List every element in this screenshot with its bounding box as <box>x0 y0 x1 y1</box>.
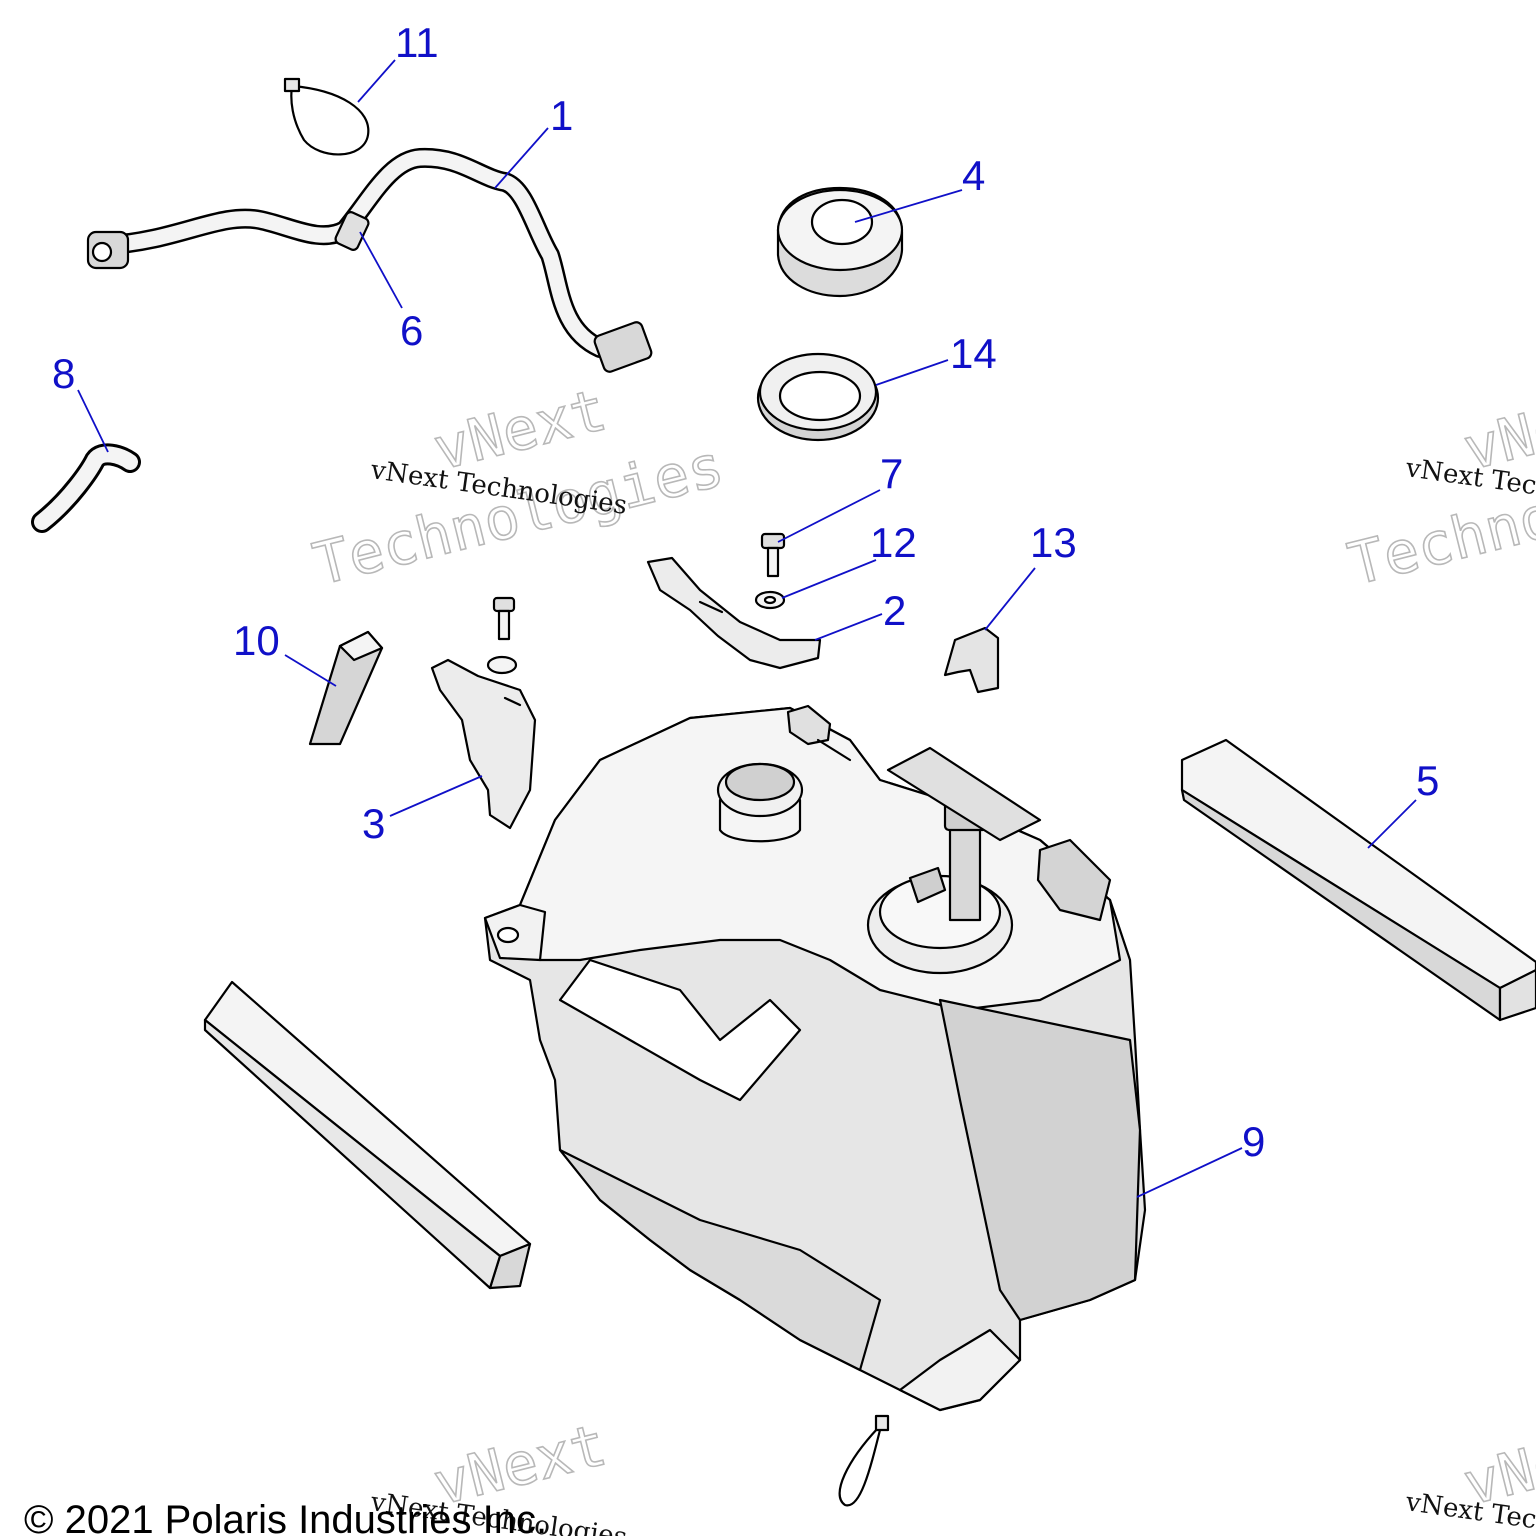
part-12-washer <box>754 590 786 610</box>
copyright-notice: © 2021 Polaris Industries Inc. <box>24 1498 547 1536</box>
watermark-right: vNext Technologies vNext Technologies <box>1341 375 1536 600</box>
part-10-pad <box>308 630 384 746</box>
part-2-bracket <box>646 556 822 670</box>
callout-labels: 11 1 6 4 14 8 7 12 2 13 10 3 5 9 <box>52 19 1439 1165</box>
callout-2: 2 <box>883 587 906 634</box>
strap-bottom <box>838 1414 890 1507</box>
callout-10: 10 <box>233 617 280 664</box>
part-1-vent-hose <box>86 147 653 373</box>
callout-4: 4 <box>962 152 985 199</box>
callout-12: 12 <box>870 519 917 566</box>
callout-1: 1 <box>550 92 573 139</box>
part-8-hose-elbow <box>31 443 141 533</box>
callout-5: 5 <box>1416 757 1439 804</box>
part-13-clip <box>943 626 1000 694</box>
part-11-strap-clamp <box>283 77 370 156</box>
part-7-bolt <box>760 532 786 578</box>
callout-14: 14 <box>950 330 997 377</box>
part-3-bracket <box>430 596 537 830</box>
callout-11: 11 <box>395 19 439 66</box>
callout-6: 6 <box>400 307 423 354</box>
part-5-foam-strip <box>1180 738 1536 1022</box>
part-14-seal-ring <box>756 352 880 442</box>
callout-7: 7 <box>880 450 903 497</box>
callout-9: 9 <box>1242 1118 1265 1165</box>
callout-3: 3 <box>362 800 385 847</box>
callout-8: 8 <box>52 350 75 397</box>
part-9-fuel-tank <box>483 704 1147 1412</box>
callout-13: 13 <box>1030 519 1077 566</box>
leader-lines <box>77 59 1417 1198</box>
foam-strip-left <box>203 980 532 1290</box>
part-4-fuel-cap <box>776 186 904 298</box>
